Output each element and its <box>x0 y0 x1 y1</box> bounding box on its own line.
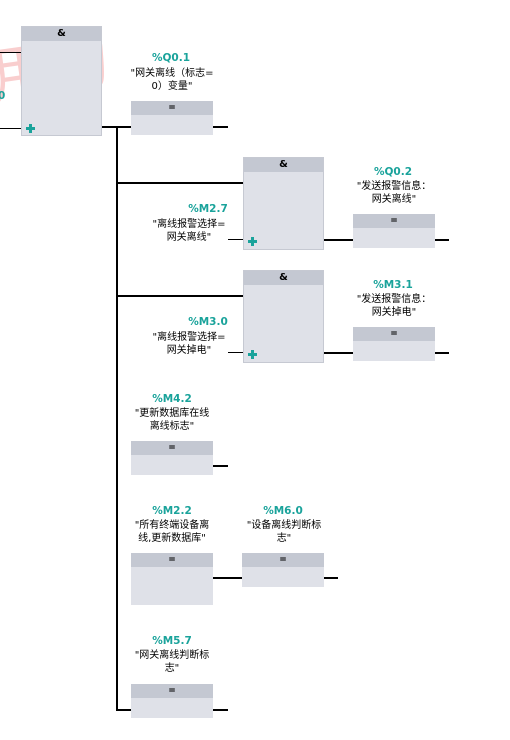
q02-output-wire <box>435 239 449 241</box>
q02-address: %Q0.2 <box>373 166 413 178</box>
branch2-wire <box>116 182 243 184</box>
and-box-3[interactable]: & <box>243 270 324 363</box>
branch3-wire <box>116 295 243 297</box>
m57-coil-header: = <box>131 684 213 698</box>
m22-output-wire <box>213 577 242 579</box>
m22-comment-1: "所有终端设备离 <box>134 520 210 531</box>
m27-comment-2: 网关离线" <box>166 232 212 243</box>
m57-address: %M5.7 <box>152 635 192 647</box>
left-rail-mid <box>0 128 21 129</box>
m60-comment-1: "设备离线判断标 <box>246 520 322 531</box>
m57-comment-1: "网关离线判断标 <box>134 650 210 661</box>
q02-coil[interactable]: = <box>353 214 435 248</box>
m27-comment-1: "离线报警选择= <box>152 219 226 230</box>
main-bus <box>116 126 118 711</box>
m30-comment-1: "离线报警选择= <box>152 332 226 343</box>
left-partial-address: 0 <box>0 90 6 102</box>
and-box-1[interactable]: & <box>21 26 102 136</box>
m60-address: %M6.0 <box>263 505 303 517</box>
m60-coil-header: = <box>242 553 324 567</box>
m42-comment-1: "更新数据库在线 <box>134 408 210 419</box>
m30-comment-2: 网关掉电" <box>166 345 212 356</box>
m60-output-wire <box>324 577 338 579</box>
m42-comment-2: 离线标志" <box>149 421 195 432</box>
left-rail-top <box>0 52 21 53</box>
m42-coil[interactable]: = <box>131 441 213 475</box>
q02-coil-header: = <box>353 214 435 228</box>
m31-comment-2: 网关掉电" <box>371 307 417 318</box>
m30-input-wire <box>228 352 243 353</box>
m31-output-wire <box>435 352 449 354</box>
m31-address: %M3.1 <box>373 279 413 291</box>
m57-output-wire <box>213 709 228 711</box>
m22-coil[interactable]: = <box>131 553 213 605</box>
q02-comment-1: "发送报警信息： <box>356 181 432 192</box>
add-input-icon-3[interactable] <box>248 350 257 359</box>
m30-address: %M3.0 <box>188 316 228 328</box>
m31-coil[interactable]: = <box>353 327 435 361</box>
m42-output-wire <box>213 465 228 467</box>
and-box-2-header: & <box>244 158 323 172</box>
add-input-icon[interactable] <box>26 124 35 133</box>
q01-address: %Q0.1 <box>151 52 191 64</box>
m57-coil[interactable]: = <box>131 684 213 718</box>
m57-input-wire <box>116 709 131 711</box>
and-box-3-header: & <box>244 271 323 285</box>
q01-coil-header: = <box>131 101 213 115</box>
m60-coil[interactable]: = <box>242 553 324 587</box>
and2-output-wire <box>324 239 353 241</box>
m27-input-wire <box>228 239 243 240</box>
m27-address: %M2.7 <box>188 203 228 215</box>
and-box-2[interactable]: & <box>243 157 324 250</box>
m42-address: %M4.2 <box>152 393 192 405</box>
add-input-icon-2[interactable] <box>248 237 257 246</box>
m42-coil-header: = <box>131 441 213 455</box>
q01-comment-1: "网关离线（标志= <box>130 68 214 79</box>
m31-comment-1: "发送报警信息： <box>356 294 432 305</box>
m57-comment-2: 志" <box>164 663 180 674</box>
m31-coil-header: = <box>353 327 435 341</box>
m22-coil-header: = <box>131 553 213 567</box>
m22-address: %M2.2 <box>152 505 192 517</box>
m60-comment-2: 志" <box>276 533 292 544</box>
and-box-1-header: & <box>22 27 101 41</box>
q02-comment-2: 网关离线" <box>371 194 417 205</box>
q01-comment-2: 0）变量" <box>151 81 193 92</box>
and3-output-wire <box>324 352 353 354</box>
q01-coil[interactable]: = <box>131 101 213 135</box>
m22-comment-2: 线,更新数据库" <box>138 533 206 544</box>
